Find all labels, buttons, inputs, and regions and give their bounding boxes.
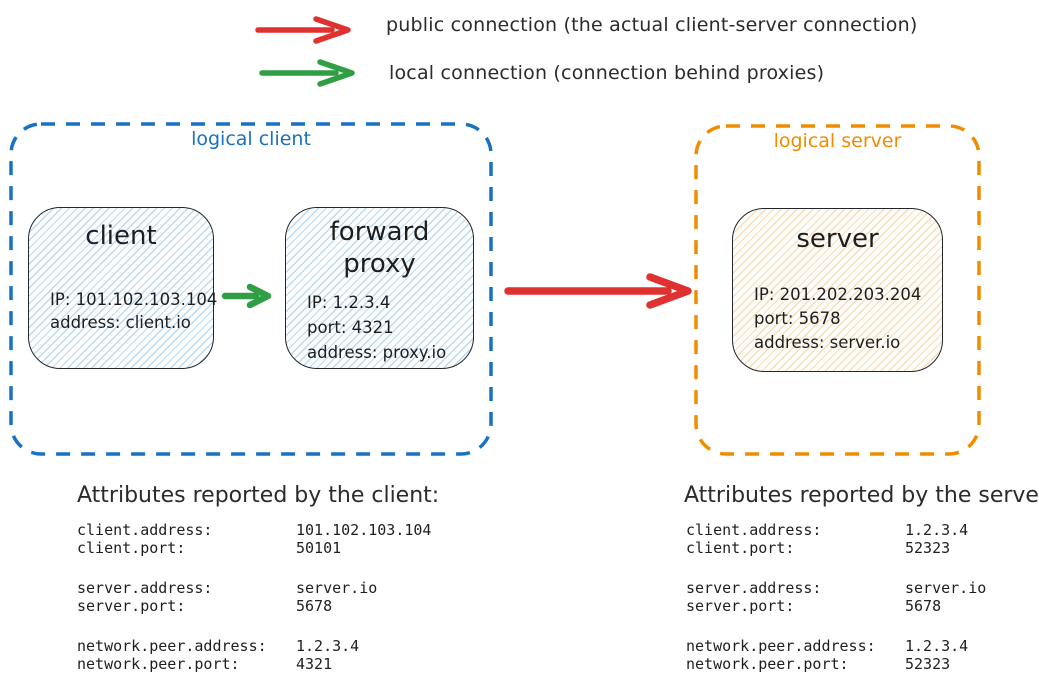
attr-value: 50101: [296, 539, 342, 557]
server-ip-line: IP: 201.202.203.204: [754, 285, 922, 304]
attr-value: server.io: [296, 579, 378, 597]
arrow-head: [246, 283, 272, 309]
local-connection-legend-label: local connection (connection behind prox…: [389, 62, 825, 84]
attr-key: network.peer.address:: [686, 637, 876, 655]
client-attributes-group-client: client.address: 101.102.103.104 client.p…: [77, 521, 431, 557]
attr-value: 1.2.3.4: [905, 521, 969, 539]
attr-key: server.port:: [686, 597, 795, 615]
attr-row: server.port: 5678: [77, 597, 431, 615]
attr-row: server.address: server.io: [686, 579, 986, 597]
client-node: client IP: 101.102.103.104 address: clie…: [28, 207, 217, 369]
forward-proxy-title-line1: forward: [329, 217, 430, 247]
server-node-details: IP: 201.202.203.204 port: 5678 address: …: [754, 283, 921, 355]
arrow-head: [317, 59, 355, 87]
attr-row: client.address: 101.102.103.104: [77, 521, 431, 539]
server-attributes-group-server: server.address: server.io server.port: 5…: [686, 579, 986, 615]
local-connection-legend-arrow-icon: [259, 59, 355, 87]
logical-client-dashed-border: [9, 122, 493, 456]
client-attributes-group-network-peer: network.peer.address: 1.2.3.4 network.pe…: [77, 637, 431, 673]
public-connection-arrow-icon: [504, 273, 692, 309]
server-attributes-list: client.address: 1.2.3.4 client.port: 523…: [686, 521, 986, 686]
forward-proxy-node: forward proxy IP: 1.2.3.4 port: 4321 add…: [285, 207, 474, 369]
attr-value: 52323: [905, 539, 951, 557]
attr-value: 4321: [296, 655, 333, 673]
logical-server-container: [694, 124, 981, 456]
client-ip-line: IP: 101.102.103.104: [50, 290, 218, 309]
server-port-line: port: 5678: [754, 309, 841, 328]
public-connection-legend-arrow-icon: [255, 16, 351, 44]
attr-key: network.peer.port:: [686, 655, 849, 673]
attr-row: network.peer.port: 52323: [686, 655, 986, 673]
server-address-line: address: server.io: [754, 333, 901, 352]
client-node-details: IP: 101.102.103.104 address: client.io: [50, 288, 217, 334]
client-address-line: address: client.io: [50, 313, 191, 332]
proxy-ip-line: IP: 1.2.3.4: [307, 293, 391, 312]
client-node-title: client: [85, 221, 157, 251]
public-connection-legend-label: public connection (the actual client-ser…: [386, 14, 918, 36]
attr-row: network.peer.address: 1.2.3.4: [77, 637, 431, 655]
attr-value: 5678: [905, 597, 942, 615]
client-attributes-group-server: server.address: server.io server.port: 5…: [77, 579, 431, 615]
attr-key: client.port:: [686, 539, 795, 557]
logical-client-container: [9, 122, 493, 456]
forward-proxy-node-details: IP: 1.2.3.4 port: 4321 address: proxy.io: [307, 290, 446, 365]
server-attributes-group-client: client.address: 1.2.3.4 client.port: 523…: [686, 521, 986, 557]
server-node-title: server: [796, 224, 879, 254]
logical-server-label: logical server: [773, 130, 902, 152]
attr-value: 5678: [296, 597, 333, 615]
server-attributes-group-network-peer: network.peer.address: 1.2.3.4 network.pe…: [686, 637, 986, 673]
logical-server-dashed-border: [694, 124, 981, 456]
attr-key: network.peer.port:: [77, 655, 240, 673]
attr-row: server.address: server.io: [77, 579, 431, 597]
arrow-head: [313, 16, 351, 44]
attr-value: 101.102.103.104: [296, 521, 432, 539]
forward-proxy-node-title: forward proxy: [286, 216, 473, 280]
attr-value: 52323: [905, 655, 951, 673]
server-attributes-heading: Attributes reported by the server:: [684, 483, 1039, 508]
attr-row: network.peer.address: 1.2.3.4: [686, 637, 986, 655]
attr-row: network.peer.port: 4321: [77, 655, 431, 673]
arrow-head: [646, 273, 692, 309]
attr-row: client.address: 1.2.3.4: [686, 521, 986, 539]
forward-proxy-title-line2: proxy: [343, 249, 416, 279]
attr-key: client.address:: [77, 521, 213, 539]
server-node: server IP: 201.202.203.204 port: 5678 ad…: [732, 208, 943, 372]
attr-key: client.port:: [77, 539, 186, 557]
logical-client-label: logical client: [191, 128, 311, 150]
attr-row: server.port: 5678: [686, 597, 986, 615]
client-attributes-list: client.address: 101.102.103.104 client.p…: [77, 521, 431, 686]
attr-key: server.address:: [686, 579, 822, 597]
attr-value: server.io: [905, 579, 987, 597]
attr-value: 1.2.3.4: [296, 637, 360, 655]
proxy-address-line: address: proxy.io: [307, 343, 447, 362]
attr-row: client.port: 52323: [686, 539, 986, 557]
attr-key: client.address:: [686, 521, 822, 539]
local-connection-arrow-icon: [221, 283, 272, 309]
attr-key: network.peer.address:: [77, 637, 267, 655]
attr-value: 1.2.3.4: [905, 637, 969, 655]
attr-key: server.address:: [77, 579, 213, 597]
client-attributes-heading: Attributes reported by the client:: [77, 483, 440, 508]
proxy-port-line: port: 4321: [307, 318, 394, 337]
attr-key: server.port:: [77, 597, 186, 615]
attr-row: client.port: 50101: [77, 539, 431, 557]
